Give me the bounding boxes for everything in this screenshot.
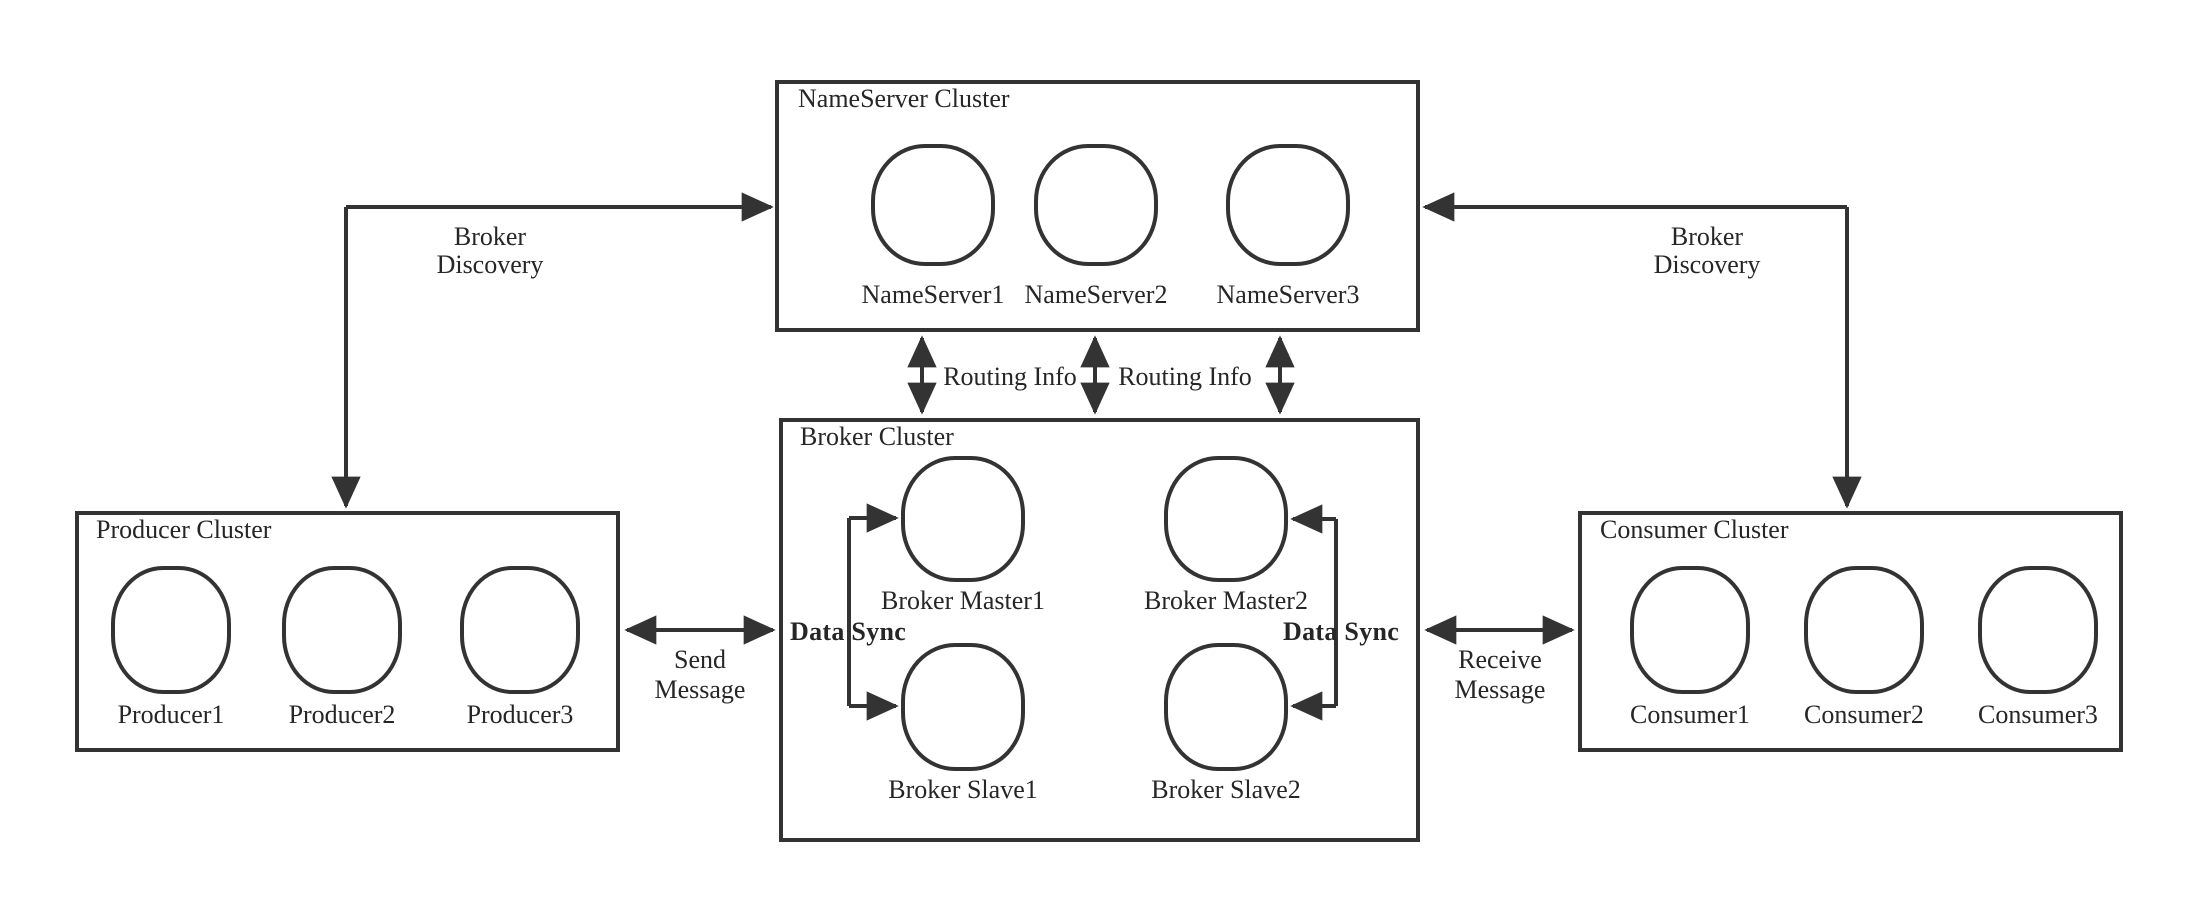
node-broker-slave2 bbox=[1164, 643, 1288, 771]
node-nameserver2 bbox=[1034, 144, 1158, 266]
nameserver-cluster-box bbox=[775, 80, 1420, 332]
broker-cluster-box bbox=[779, 418, 1420, 842]
edge-label-broker-discovery-right-line1: Broker bbox=[1670, 222, 1744, 251]
node-consumer2 bbox=[1804, 566, 1924, 694]
nameserver-cluster-title: NameServer Cluster bbox=[798, 84, 1010, 113]
edge-label-broker-discovery-left-line1: Broker bbox=[453, 222, 527, 251]
consumer-cluster-title: Consumer Cluster bbox=[1600, 515, 1789, 544]
node-label-producer2: Producer2 bbox=[288, 700, 396, 729]
node-consumer1 bbox=[1630, 566, 1750, 694]
node-label-consumer3: Consumer3 bbox=[1978, 700, 2098, 729]
node-label-producer1: Producer1 bbox=[117, 700, 225, 729]
node-producer1 bbox=[111, 566, 231, 694]
node-broker-master2 bbox=[1164, 456, 1288, 582]
edge-label-send-message-line1: Send bbox=[674, 645, 726, 674]
edge-label-send-message-line2: Message bbox=[654, 675, 746, 704]
node-label-consumer1: Consumer1 bbox=[1630, 700, 1750, 729]
node-broker-master1 bbox=[901, 456, 1025, 582]
node-label-producer3: Producer3 bbox=[466, 700, 574, 729]
edge-label-receive-message-line1: Receive bbox=[1458, 645, 1542, 674]
node-label-broker-master1: Broker Master1 bbox=[881, 586, 1045, 615]
node-label-consumer2: Consumer2 bbox=[1804, 700, 1924, 729]
edge-label-routing-info-right: Routing Info bbox=[1118, 362, 1252, 391]
node-broker-slave1 bbox=[901, 643, 1025, 771]
node-producer2 bbox=[282, 566, 402, 694]
broker-cluster-title: Broker Cluster bbox=[800, 422, 954, 451]
node-nameserver3 bbox=[1226, 144, 1350, 266]
producer-cluster-box bbox=[75, 511, 620, 752]
node-label-broker-slave2: Broker Slave2 bbox=[1151, 775, 1301, 804]
node-nameserver1 bbox=[871, 144, 995, 266]
producer-cluster-title: Producer Cluster bbox=[96, 515, 272, 544]
edge-label-broker-discovery-right-line2: Discovery bbox=[1653, 250, 1761, 279]
node-label-nameserver2: NameServer2 bbox=[1024, 280, 1168, 309]
edge-label-routing-info-left: Routing Info bbox=[943, 362, 1077, 391]
node-label-nameserver3: NameServer3 bbox=[1216, 280, 1360, 309]
edge-label-broker-discovery-left-line2: Discovery bbox=[436, 250, 544, 279]
edge-label-data-sync-left: Data Sync bbox=[790, 617, 907, 646]
node-consumer3 bbox=[1978, 566, 2098, 694]
node-label-broker-slave1: Broker Slave1 bbox=[888, 775, 1038, 804]
consumer-cluster-box bbox=[1578, 511, 2123, 752]
edge-label-data-sync-right: Data Sync bbox=[1283, 617, 1400, 646]
edge-label-receive-message-line2: Message bbox=[1454, 675, 1546, 704]
node-label-nameserver1: NameServer1 bbox=[861, 280, 1005, 309]
node-label-broker-master2: Broker Master2 bbox=[1144, 586, 1308, 615]
node-producer3 bbox=[460, 566, 580, 694]
